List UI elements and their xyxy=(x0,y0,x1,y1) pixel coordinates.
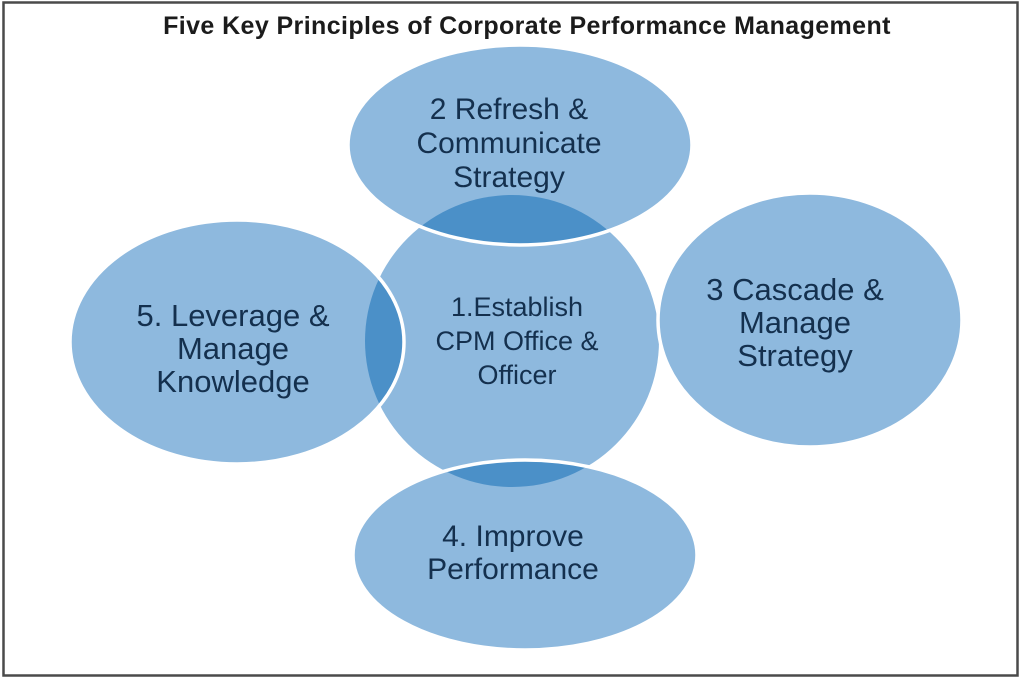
label-top-line-3: Strategy xyxy=(453,161,565,194)
label-top-line-2: Communicate xyxy=(416,127,601,160)
ellipse-right-outline xyxy=(656,191,964,449)
ellipse-left-leverage-knowledge xyxy=(70,220,404,464)
ellipse-top-outline xyxy=(346,43,694,247)
label-top: 2 Refresh & Communicate Strategy xyxy=(416,93,601,194)
label-right: 3 Cascade & Manage Strategy xyxy=(706,272,884,373)
ellipse-bottom-outline xyxy=(351,458,699,652)
ellipse-left-outline xyxy=(68,218,406,466)
label-bottom-line-2: Performance xyxy=(427,553,599,586)
label-bottom: 4. Improve Performance xyxy=(427,520,599,586)
label-top-line-1: 2 Refresh & xyxy=(430,93,588,126)
ellipse-bottom-improve-performance xyxy=(353,460,697,650)
ellipse-right-cascade-manage xyxy=(658,193,962,447)
label-left-line-3: Knowledge xyxy=(156,364,309,399)
diagram-title: Five Key Principles of Corporate Perform… xyxy=(163,12,891,40)
label-right-line-3: Strategy xyxy=(737,338,853,373)
label-right-line-1: 3 Cascade & xyxy=(706,272,884,307)
label-center: 1.Establish CPM Office & Officer xyxy=(435,292,598,390)
ellipse-top-refresh-communicate xyxy=(348,45,692,245)
label-right-line-2: Manage xyxy=(739,305,851,340)
label-center-line-2: CPM Office & xyxy=(435,326,598,356)
label-left: 5. Leverage & Manage Knowledge xyxy=(136,298,329,399)
label-center-line-1: 1.Establish xyxy=(451,292,583,322)
label-left-line-2: Manage xyxy=(177,331,289,366)
label-center-line-3: Officer xyxy=(477,360,556,390)
label-bottom-line-1: 4. Improve xyxy=(442,520,584,553)
label-left-line-1: 5. Leverage & xyxy=(136,298,329,333)
ellipse-center-establish-cpm-office xyxy=(365,195,659,487)
